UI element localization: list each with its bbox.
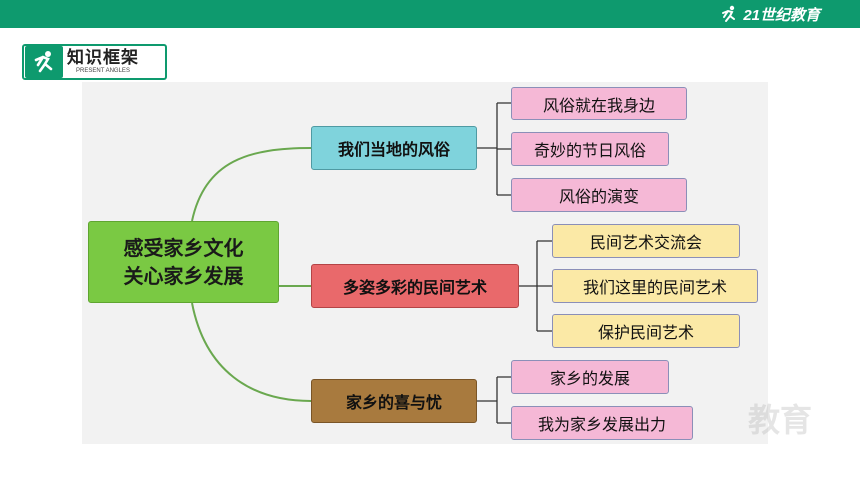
brand-logo: 21世纪教育	[718, 4, 820, 24]
brand-name: 21世纪教育	[743, 6, 820, 24]
branch-node-hometown: 家乡的喜与忧	[311, 379, 477, 423]
header-bar: 21世纪教育	[0, 0, 860, 28]
runner-logo-icon	[722, 5, 736, 22]
root-line-1: 感受家乡文化	[123, 236, 244, 260]
leaf-node: 风俗的演变	[511, 178, 687, 212]
leaf-node: 风俗就在我身边	[511, 87, 687, 120]
branch-node-customs: 我们当地的风俗	[311, 126, 477, 170]
root-node: 感受家乡文化 关心家乡发展	[88, 221, 279, 303]
leaf-node: 我为家乡发展出力	[511, 406, 693, 440]
watermark: 教育	[748, 402, 813, 438]
root-line-2: 关心家乡发展	[123, 264, 244, 288]
leaf-node: 奇妙的节日风俗	[511, 132, 669, 166]
leaf-node: 民间艺术交流会	[552, 224, 740, 258]
badge-subtitle: PRESENT ANGLES	[76, 68, 130, 74]
badge-title: 知识框架 PRESENT ANGLES	[67, 49, 139, 75]
leaf-node: 家乡的发展	[511, 360, 669, 394]
leaf-node: 保护民间艺术	[552, 314, 740, 348]
badge-title-text: 知识框架	[67, 48, 139, 68]
runner-icon	[25, 46, 63, 78]
leaf-node: 我们这里的民间艺术	[552, 269, 758, 303]
branch-node-folk-art: 多姿多彩的民间艺术	[311, 264, 519, 308]
knowledge-framework-badge: 知识框架 PRESENT ANGLES	[22, 44, 167, 80]
